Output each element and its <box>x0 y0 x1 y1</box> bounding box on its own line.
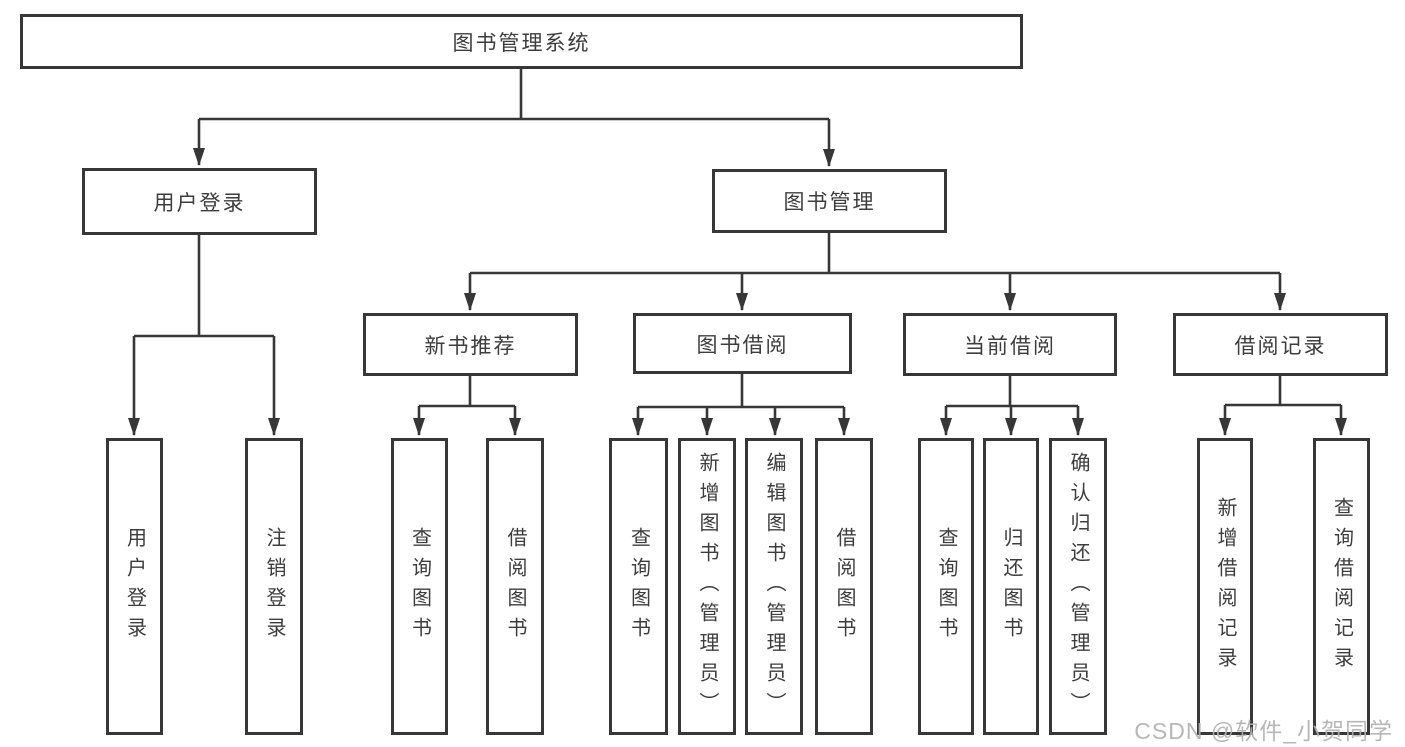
node-user-login: 用户登录 <box>82 168 317 235</box>
leaf-query-book-2-label: 查询图书 <box>627 526 650 647</box>
leaf-logout-label: 注销登录 <box>263 526 285 647</box>
leaf-logout: 注销登录 <box>245 438 303 735</box>
leaf-add-book-admin-label: 新增图书（管理员） <box>696 451 718 722</box>
leaf-query-borrow-record: 查询借阅记录 <box>1313 438 1370 735</box>
leaf-confirm-return-admin-label: 确认归还（管理员） <box>1067 451 1089 722</box>
leaf-add-borrow-record: 新增借阅记录 <box>1197 438 1253 735</box>
leaf-edit-book-admin-label: 编辑图书（管理员） <box>763 451 785 722</box>
node-root: 图书管理系统 <box>20 14 1023 69</box>
leaf-query-book-3-label: 查询图书 <box>935 526 957 647</box>
node-user-login-label: 用户登录 <box>153 191 246 215</box>
leaf-borrow-book-1: 借阅图书 <box>486 438 544 735</box>
leaf-user-login-label: 用户登录 <box>123 526 146 647</box>
node-borrow-records: 借阅记录 <box>1173 313 1388 376</box>
node-book-management-label: 图书管理 <box>783 191 876 214</box>
node-book-borrow-label: 图书借阅 <box>696 333 789 357</box>
leaf-query-book-1-label: 查询图书 <box>408 526 431 647</box>
leaf-borrow-book-2-label: 借阅图书 <box>833 526 855 647</box>
leaf-edit-book-admin: 编辑图书（管理员） <box>745 438 803 735</box>
leaf-add-borrow-record-label: 新增借阅记录 <box>1214 496 1236 677</box>
leaf-query-book-2: 查询图书 <box>609 438 668 735</box>
leaf-borrow-book-2: 借阅图书 <box>815 438 873 735</box>
node-book-management: 图书管理 <box>712 169 947 233</box>
leaf-query-book-3: 查询图书 <box>918 438 974 735</box>
csdn-watermark: CSDN @软件_小贺同学 <box>1134 718 1393 744</box>
leaf-return-book: 归还图书 <box>983 438 1039 735</box>
leaf-add-book-admin: 新增图书（管理员） <box>678 438 736 735</box>
node-book-borrow: 图书借阅 <box>633 313 852 374</box>
node-current-borrow-label: 当前借阅 <box>964 334 1056 358</box>
node-root-label: 图书管理系统 <box>452 31 591 55</box>
node-new-book-recommend-label: 新书推荐 <box>424 334 517 358</box>
leaf-query-borrow-record-label: 查询借阅记录 <box>1330 496 1353 677</box>
leaf-query-book-1: 查询图书 <box>391 438 448 735</box>
leaf-user-login: 用户登录 <box>106 438 163 735</box>
leaf-confirm-return-admin: 确认归还（管理员） <box>1049 438 1107 735</box>
node-new-book-recommend: 新书推荐 <box>363 313 578 376</box>
node-current-borrow: 当前借阅 <box>903 313 1117 376</box>
node-borrow-records-label: 借阅记录 <box>1234 334 1327 358</box>
leaf-return-book-label: 归还图书 <box>1000 526 1022 647</box>
leaf-borrow-book-1-label: 借阅图书 <box>504 526 526 647</box>
